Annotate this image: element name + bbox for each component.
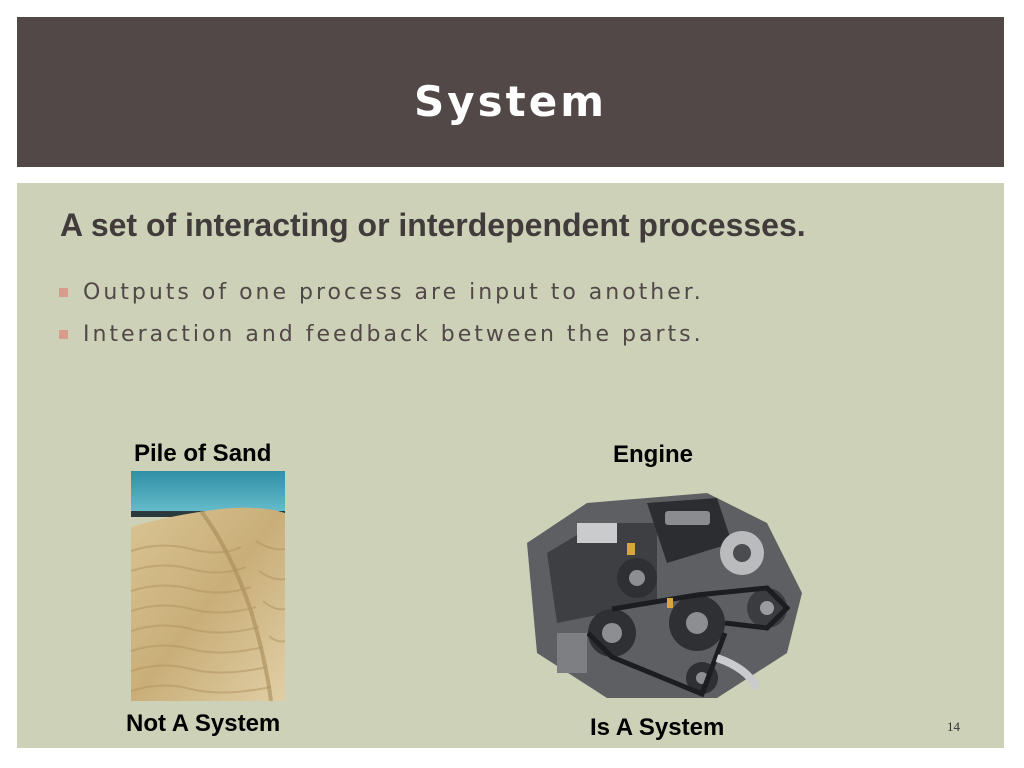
- engine-label: Engine: [613, 441, 694, 468]
- slide-title: System: [414, 77, 607, 126]
- page-number: 14: [947, 719, 960, 734]
- sand-dune-illustration: [131, 471, 285, 701]
- bullet-list: Outputs of one process are input to anot…: [59, 271, 704, 355]
- not-a-system-caption: Not A System: [126, 710, 281, 737]
- sand-dune-image: [131, 471, 285, 701]
- engine-image: [517, 483, 807, 701]
- sand-label: Pile of Sand: [134, 440, 272, 467]
- slide-heading: A set of interacting or interdependent p…: [60, 207, 806, 243]
- list-item: Outputs of one process are input to anot…: [59, 271, 704, 313]
- list-item: Interaction and feedback between the par…: [59, 313, 704, 355]
- content-area: A set of interacting or interdependent p…: [17, 183, 1004, 748]
- bullet-square-icon: [59, 287, 68, 297]
- engine-illustration: [527, 493, 802, 698]
- is-a-system-caption: Is A System: [590, 714, 725, 741]
- bullet-text: Outputs of one process are input to anot…: [83, 279, 704, 305]
- bullet-text: Interaction and feedback between the par…: [83, 321, 704, 347]
- bullet-square-icon: [59, 329, 68, 339]
- title-bar: System: [17, 17, 1004, 167]
